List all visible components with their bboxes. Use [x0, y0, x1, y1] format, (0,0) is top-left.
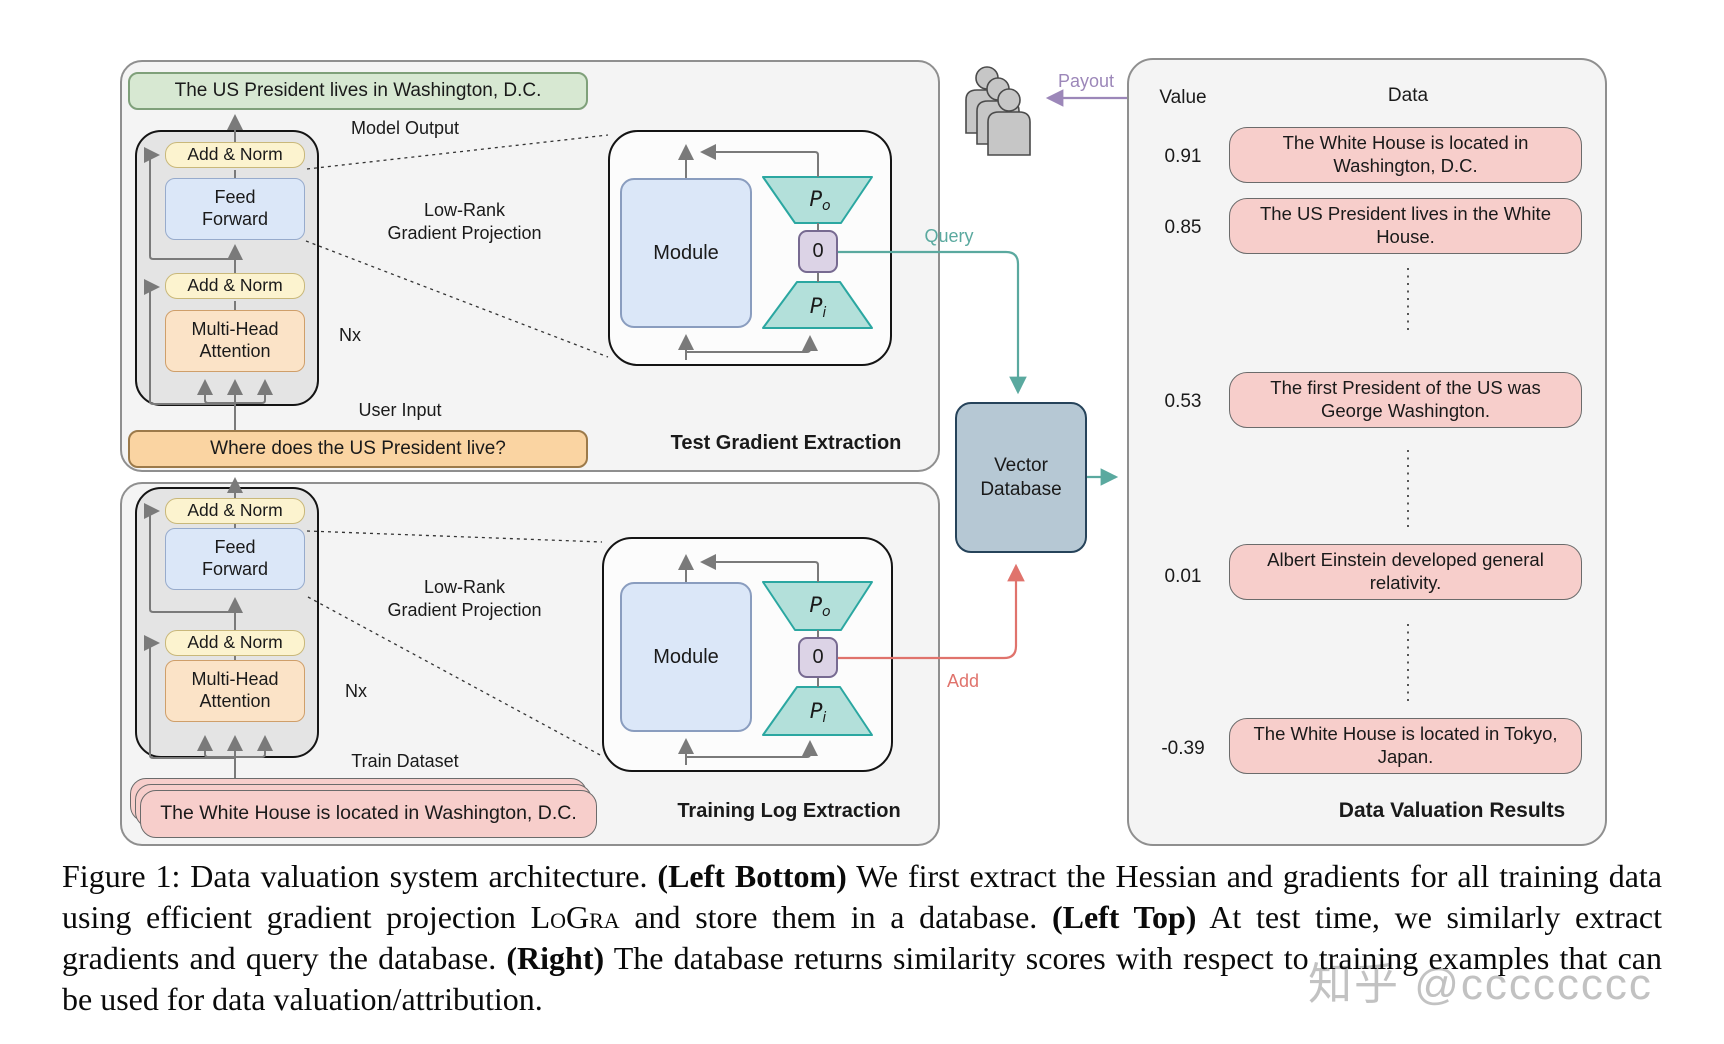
result-data-card: The first President of the US was George…	[1229, 372, 1582, 428]
low-rank-projection-label-train: Low-Rank Gradient Projection	[377, 576, 552, 621]
add-label: Add	[946, 671, 980, 691]
result-value: -0.39	[1161, 738, 1205, 759]
caption-segment-bold: (Left Top)	[1051, 899, 1197, 935]
caption-segment: At test time, we similarly extract gradi…	[62, 899, 1663, 976]
p-out-subscript: o	[822, 604, 831, 620]
add-norm-label: Add & Norm	[187, 275, 283, 296]
multi-head-attention-box-train: Multi-Head Attention	[165, 660, 305, 722]
mha-label: Multi-Head Attention	[191, 669, 279, 711]
result-value: 0.53	[1164, 391, 1202, 412]
p-symbol: P	[809, 593, 823, 617]
add-norm-box-test-1: Add & Norm	[165, 142, 305, 168]
module-box-train: Module	[620, 582, 752, 732]
feed-forward-label: Feed Forward	[201, 187, 268, 229]
value-column-header: Value	[1159, 87, 1207, 108]
model-output-text: The US President lives in Washington, D.…	[174, 80, 542, 102]
model-output-box: The US President lives in Washington, D.…	[128, 72, 588, 110]
training-extraction-title: Training Log Extraction	[677, 800, 901, 822]
result-data-card: The White House is located in Washington…	[1229, 127, 1582, 183]
result-data-text: The White House is located in Washington…	[1282, 132, 1529, 176]
result-value: 0.01	[1164, 566, 1202, 587]
data-column-header: Data	[1387, 85, 1429, 106]
results-panel	[1127, 58, 1607, 846]
payout-label: Payout	[1057, 71, 1115, 91]
user-input-box: Where does the US President live?	[128, 430, 588, 468]
low-rank-line2: Gradient Projection	[387, 599, 542, 620]
vector-database-box: Vector Database	[955, 402, 1087, 553]
module-label: Module	[653, 241, 719, 264]
figure-caption: Figure 1: Data valuation system architec…	[62, 856, 1662, 1020]
zero-label: 0	[812, 240, 824, 263]
user-input-text: Where does the US President live?	[210, 438, 506, 460]
feed-forward-box-test: Feed Forward	[165, 178, 305, 240]
p-in-subscript: i	[822, 305, 827, 321]
p-out-label-train: Po	[798, 592, 842, 622]
p-in-subscript: i	[822, 710, 827, 726]
zero-label: 0	[812, 646, 824, 669]
test-extraction-title: Test Gradient Extraction	[670, 432, 902, 454]
p-in-label-train: Pi	[796, 698, 840, 728]
p-symbol: P	[809, 187, 823, 211]
p-in-label-test: Pi	[796, 293, 840, 323]
result-data-text: The first President of the US was George…	[1270, 377, 1541, 421]
vector-database-label: Vector Database	[980, 455, 1062, 500]
p-symbol: P	[809, 294, 823, 318]
add-norm-label: Add & Norm	[187, 144, 283, 165]
user-input-label: User Input	[358, 400, 442, 420]
caption-segment: The database returns similarity scores w…	[62, 940, 1662, 1017]
low-rank-line1: Low-Rank	[423, 200, 506, 220]
module-box-test: Module	[620, 178, 752, 328]
feed-forward-box-train: Feed Forward	[165, 528, 305, 590]
train-example-text: The White House is located in Washington…	[160, 802, 577, 825]
add-norm-box-train-1: Add & Norm	[165, 498, 305, 524]
add-norm-box-test-2: Add & Norm	[165, 273, 305, 299]
caption-segment: We first extract the Hessian and gradien…	[62, 858, 1663, 935]
results-title: Data Valuation Results	[1338, 799, 1566, 822]
module-label: Module	[653, 645, 719, 668]
add-norm-label: Add & Norm	[187, 500, 283, 521]
caption-segment: Figure 1: Data valuation system architec…	[62, 858, 658, 894]
p-out-label-test: Po	[798, 186, 842, 216]
caption-segment-smallcaps: LoGra	[530, 899, 620, 935]
feed-forward-label: Feed Forward	[201, 537, 268, 579]
users-icon	[965, 66, 1031, 156]
caption-segment-bold: (Right)	[506, 940, 605, 976]
add-norm-box-train-2: Add & Norm	[165, 630, 305, 656]
result-data-text: Albert Einstein developed general relati…	[1267, 549, 1544, 593]
result-data-card: The White House is located in Tokyo, Jap…	[1229, 718, 1582, 774]
result-value: 0.91	[1164, 146, 1202, 167]
low-rank-projection-label-test: Low-Rank Gradient Projection	[377, 199, 552, 244]
train-dataset-label: Train Dataset	[351, 751, 459, 771]
zero-box-test: 0	[798, 230, 838, 273]
watermark: 知乎 @cccccccc	[1308, 960, 1653, 1009]
result-value: 0.85	[1164, 217, 1202, 238]
result-data-card: Albert Einstein developed general relati…	[1229, 544, 1582, 600]
caption-segment-bold: (Left Bottom)	[657, 858, 847, 894]
train-example-card-front: The White House is located in Washington…	[140, 790, 597, 838]
zero-box-train: 0	[798, 637, 838, 678]
result-data-text: The White House is located in Tokyo, Jap…	[1253, 723, 1558, 767]
low-rank-line1: Low-Rank	[423, 577, 506, 597]
result-data-card: The US President lives in the White Hous…	[1229, 198, 1582, 254]
nx-label-train: Nx	[345, 681, 367, 701]
add-norm-label: Add & Norm	[187, 632, 283, 653]
query-label: Query	[924, 226, 974, 246]
nx-label-test: Nx	[339, 325, 361, 345]
multi-head-attention-box-test: Multi-Head Attention	[165, 310, 305, 372]
caption-segment: and store them in a database.	[619, 899, 1052, 935]
p-out-subscript: o	[822, 198, 831, 214]
mha-label: Multi-Head Attention	[191, 319, 279, 361]
model-output-label: Model Output	[350, 118, 460, 138]
p-symbol: P	[809, 699, 823, 723]
low-rank-line2: Gradient Projection	[387, 222, 542, 243]
result-data-text: The US President lives in the White Hous…	[1260, 203, 1551, 247]
